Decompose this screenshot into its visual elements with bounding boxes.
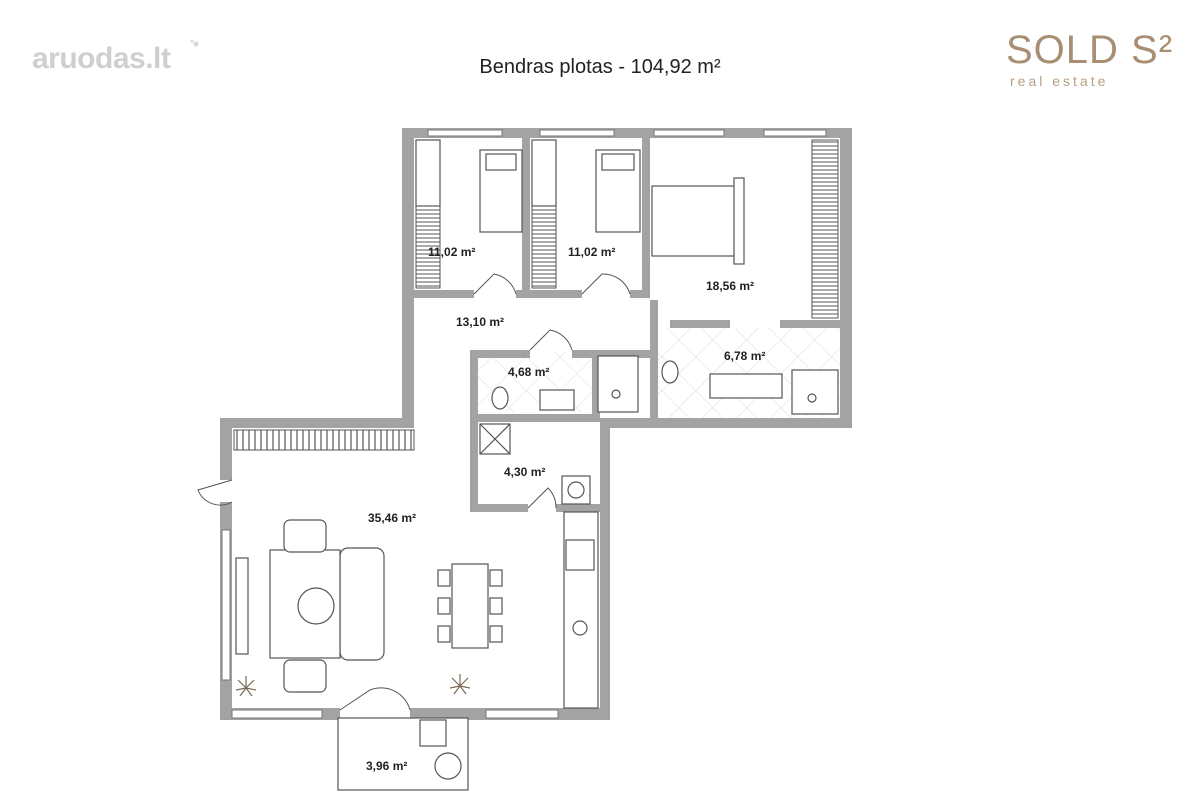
door-swing: [527, 487, 557, 509]
wall: [402, 128, 414, 426]
door-swing: [197, 479, 233, 506]
tv-unit: [235, 557, 249, 655]
chair: [437, 597, 451, 615]
washer-drum: [567, 481, 585, 499]
wall: [600, 418, 610, 720]
boiler-cross: [479, 423, 511, 455]
wall: [600, 418, 852, 428]
wall: [630, 290, 650, 298]
radiator: [233, 429, 415, 451]
wall: [592, 350, 600, 422]
sofa: [339, 547, 385, 661]
door-swing: [529, 329, 573, 351]
wall: [470, 414, 600, 422]
sink: [572, 620, 588, 636]
door-swing: [339, 687, 411, 711]
area-label-bathroom-2: 6,78 m²: [724, 349, 765, 363]
wall: [780, 320, 840, 328]
house-icon: [190, 39, 199, 47]
plants: [235, 674, 471, 697]
window: [653, 129, 725, 137]
window: [231, 709, 323, 719]
window: [221, 529, 231, 681]
doors: [197, 273, 631, 711]
sink-counter: [539, 389, 575, 411]
balcony: [337, 717, 469, 791]
wall: [220, 418, 232, 480]
wall: [220, 418, 414, 428]
aruodas-watermark: aruodas.lt: [32, 38, 202, 78]
double-bed: [651, 185, 741, 257]
wall: [470, 350, 478, 512]
wall: [650, 300, 658, 420]
wall: [516, 290, 582, 298]
dining-table: [451, 563, 489, 649]
desk: [415, 139, 441, 207]
door-swing: [581, 273, 631, 295]
wall: [402, 128, 852, 138]
brand-logo: SOLD S² real estate: [990, 20, 1190, 100]
window: [485, 709, 559, 719]
utility-fixtures: [479, 423, 591, 505]
chair: [437, 625, 451, 643]
coffee-table: [297, 587, 335, 625]
area-label-master-bedroom: 18,56 m²: [706, 279, 754, 293]
toilet: [661, 360, 679, 384]
wardrobe: [811, 139, 839, 319]
wall: [522, 138, 530, 294]
wardrobe: [531, 205, 557, 289]
drain: [807, 393, 817, 403]
armchair: [283, 519, 327, 553]
chair: [489, 597, 503, 615]
brand-tagline: real estate: [1010, 73, 1109, 89]
area-label-bathroom-1: 4,68 m²: [508, 365, 549, 379]
double-sink: [709, 373, 783, 399]
bedroom-furniture: [415, 139, 745, 265]
windows: [221, 129, 827, 719]
window: [539, 129, 615, 137]
door-swing: [473, 273, 517, 295]
headboard: [733, 177, 745, 265]
desk: [531, 139, 557, 207]
armchair: [283, 659, 327, 693]
area-label-utility-room: 4,30 m²: [504, 465, 545, 479]
area-label-balcony: 3,96 m²: [366, 759, 407, 773]
wall: [840, 128, 852, 428]
wall: [670, 320, 730, 328]
plant: [449, 674, 471, 695]
plant: [235, 676, 257, 697]
wall: [470, 350, 530, 358]
toilet: [491, 386, 509, 410]
stove: [565, 539, 595, 571]
brand-name: SOLD S²: [1006, 28, 1174, 72]
shower: [791, 369, 839, 415]
window: [763, 129, 827, 137]
balcony-chair: [419, 719, 447, 747]
chair: [489, 625, 503, 643]
page-title: Bendras plotas - 104,92 m²: [479, 56, 721, 78]
wall: [414, 290, 474, 298]
wall: [642, 138, 650, 294]
wall: [470, 504, 528, 512]
bathroom-fixtures: [491, 355, 839, 415]
area-labels: 11,02 m² 11,02 m² 18,56 m² 13,10 m² 4,68…: [366, 245, 765, 773]
wall: [556, 504, 600, 512]
storage: [233, 139, 839, 451]
watermark-text: aruodas.lt: [32, 42, 171, 75]
living-furniture: [235, 511, 599, 709]
wall: [572, 350, 650, 358]
area-label-bedroom-2: 11,02 m²: [568, 245, 615, 259]
drain: [611, 389, 621, 399]
chair: [437, 569, 451, 587]
window: [427, 129, 503, 137]
balcony-table: [434, 752, 462, 780]
area-label-living-kitchen: 35,46 m²: [368, 511, 416, 525]
chair: [489, 569, 503, 587]
area-label-bedroom-1: 11,02 m²: [428, 245, 475, 259]
pillow: [601, 153, 635, 171]
shower: [597, 355, 639, 413]
area-label-hallway: 13,10 m²: [456, 315, 504, 329]
pillow: [485, 153, 517, 171]
